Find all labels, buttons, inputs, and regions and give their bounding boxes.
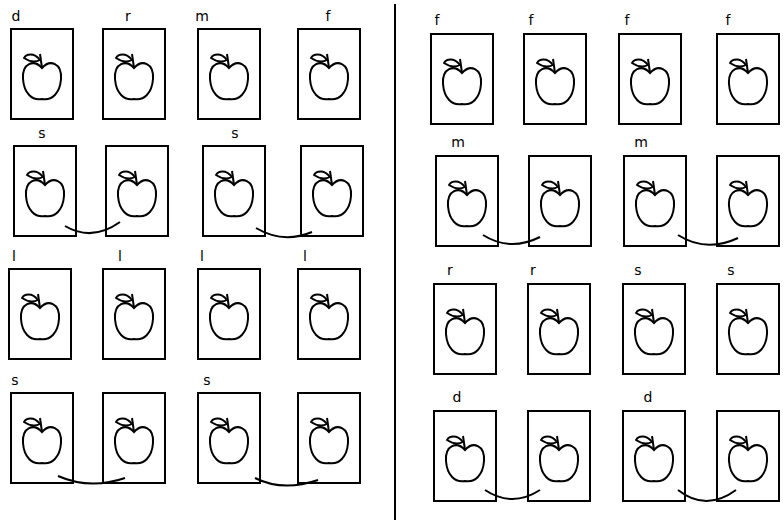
solfege-syllable: s bbox=[727, 262, 734, 278]
card-grid-right bbox=[431, 34, 779, 501]
solfege-syllable: m bbox=[634, 134, 648, 150]
solfege-syllable: m bbox=[451, 134, 465, 150]
solfege-syllable: s bbox=[38, 125, 45, 141]
solfege-syllable: r bbox=[125, 8, 131, 24]
solfege-syllable: r bbox=[447, 262, 453, 278]
solfege-syllable: s bbox=[11, 372, 18, 388]
solfege-syllable: r bbox=[530, 262, 536, 278]
solfege-syllable: f bbox=[326, 8, 331, 24]
solfege-syllable: d bbox=[644, 389, 653, 405]
solfege-syllable: f bbox=[625, 12, 630, 28]
solfege-syllable: m bbox=[195, 8, 209, 24]
solfege-syllable: s bbox=[231, 125, 238, 141]
solfege-syllable: d bbox=[453, 389, 462, 405]
solfege-syllable: f bbox=[529, 12, 534, 28]
solfege-syllable: s bbox=[203, 372, 210, 388]
divider-line bbox=[394, 4, 396, 520]
solfege-syllable: s bbox=[634, 262, 641, 278]
tie-marks bbox=[58, 222, 738, 501]
solfege-syllable: l bbox=[303, 248, 307, 264]
solfege-syllable: l bbox=[118, 248, 122, 264]
solfege-syllable: f bbox=[726, 12, 731, 28]
solfege-syllable: l bbox=[200, 248, 204, 264]
solfege-syllable: d bbox=[12, 8, 21, 24]
card-grid-left bbox=[9, 29, 363, 483]
solfege-syllable: f bbox=[435, 12, 440, 28]
solfege-syllable: l bbox=[12, 248, 16, 264]
